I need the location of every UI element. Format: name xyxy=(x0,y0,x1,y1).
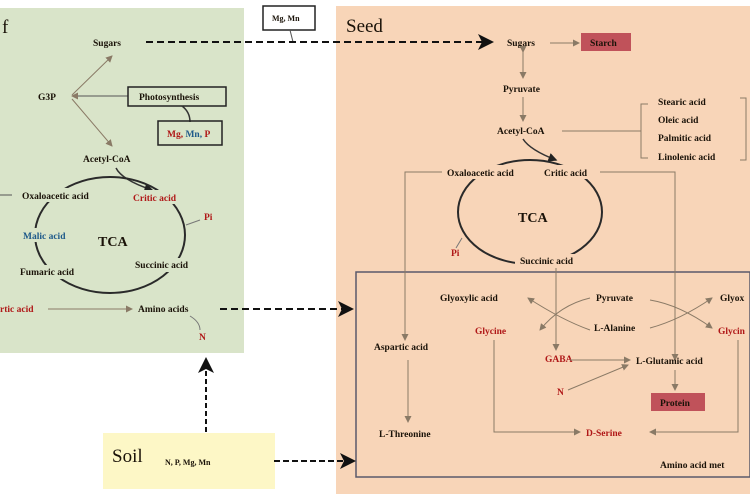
leaf-pi: Pi xyxy=(204,213,213,223)
l-glutamic-acid: L-Glutamic acid xyxy=(636,357,703,367)
gaba: GABA xyxy=(545,355,573,365)
leaf-g3p: G3P xyxy=(38,93,56,103)
leaf-n: N xyxy=(199,333,206,343)
protein-label: Protein xyxy=(660,399,691,409)
seed-acetyl-coa: Acetyl-CoA xyxy=(497,127,545,137)
leaf-amino-acids: Amino acids xyxy=(138,305,189,315)
photosynthesis-label: Photosynthesis xyxy=(139,93,199,103)
cofactors: Mg, Mn, P xyxy=(167,130,210,140)
aspartic-acid: Aspartic acid xyxy=(374,343,429,353)
protein-box xyxy=(651,393,705,411)
glyoxylic-acid-right: Glyox xyxy=(720,294,745,304)
seed-oxaloacetic: Oxaloacetic acid xyxy=(447,169,514,179)
l-alanine: L-Alanine xyxy=(594,324,635,334)
photosynthesis-box xyxy=(127,86,227,107)
starch-label: Starch xyxy=(590,39,617,49)
seed-sugars: Sugars xyxy=(507,39,535,49)
fatty-acid-4: Linolenic acid xyxy=(658,153,716,163)
glycine: Glycine xyxy=(475,327,506,337)
glycine-right: Glycin xyxy=(718,327,746,337)
fatty-acid-2: Oleic acid xyxy=(658,116,699,126)
leaf-panel xyxy=(0,8,244,353)
amino-n: N xyxy=(557,388,564,398)
seed-pyruvate: Pyruvate xyxy=(503,85,540,95)
seed-panel xyxy=(336,6,750,494)
leaf-sugars: Sugars xyxy=(93,39,121,49)
soil-panel xyxy=(103,433,275,489)
d-serine: D-Serine xyxy=(586,429,622,439)
starch-box xyxy=(581,33,631,51)
leaf-acetyl-coa: Acetyl-CoA xyxy=(83,155,131,165)
soil-title: Soil xyxy=(112,446,143,467)
seed-tca-label: TCA xyxy=(518,211,548,226)
seed-succinic: Succinic acid xyxy=(520,257,574,267)
leaf-succinic: Succinic acid xyxy=(135,261,189,271)
seed-citric: Critic acid xyxy=(544,169,588,179)
amino-acid-module xyxy=(355,271,750,478)
glyoxylic-acid: Glyoxylic acid xyxy=(440,294,499,304)
fatty-acid-1: Stearic acid xyxy=(658,98,706,108)
seed-title: Seed xyxy=(346,16,383,37)
leaf-malic: Malic acid xyxy=(23,232,66,242)
amino-pyruvate: Pyruvate xyxy=(596,294,633,304)
leaf-fumaric: Fumaric acid xyxy=(20,268,75,278)
soil-nutrients: N, P, Mg, Mn xyxy=(165,458,211,467)
leaf-oxaloacetic: Oxaloacetic acid xyxy=(22,192,89,202)
l-threonine: L-Threonine xyxy=(379,430,431,440)
cofactor-box xyxy=(157,120,223,146)
mg-mn-label: Mg, Mn xyxy=(272,14,300,23)
leaf-tca-label: TCA xyxy=(98,235,128,250)
leaf-citric: Critic acid xyxy=(133,194,177,204)
amino-module-label: Amino acid met xyxy=(660,461,725,471)
mg-mn-box xyxy=(262,5,316,31)
seed-pi: Pi xyxy=(451,249,460,259)
leaf-title: f xyxy=(2,17,9,38)
leaf-aspartic: rtic acid xyxy=(0,305,34,315)
fatty-acid-3: Palmitic acid xyxy=(658,134,712,144)
